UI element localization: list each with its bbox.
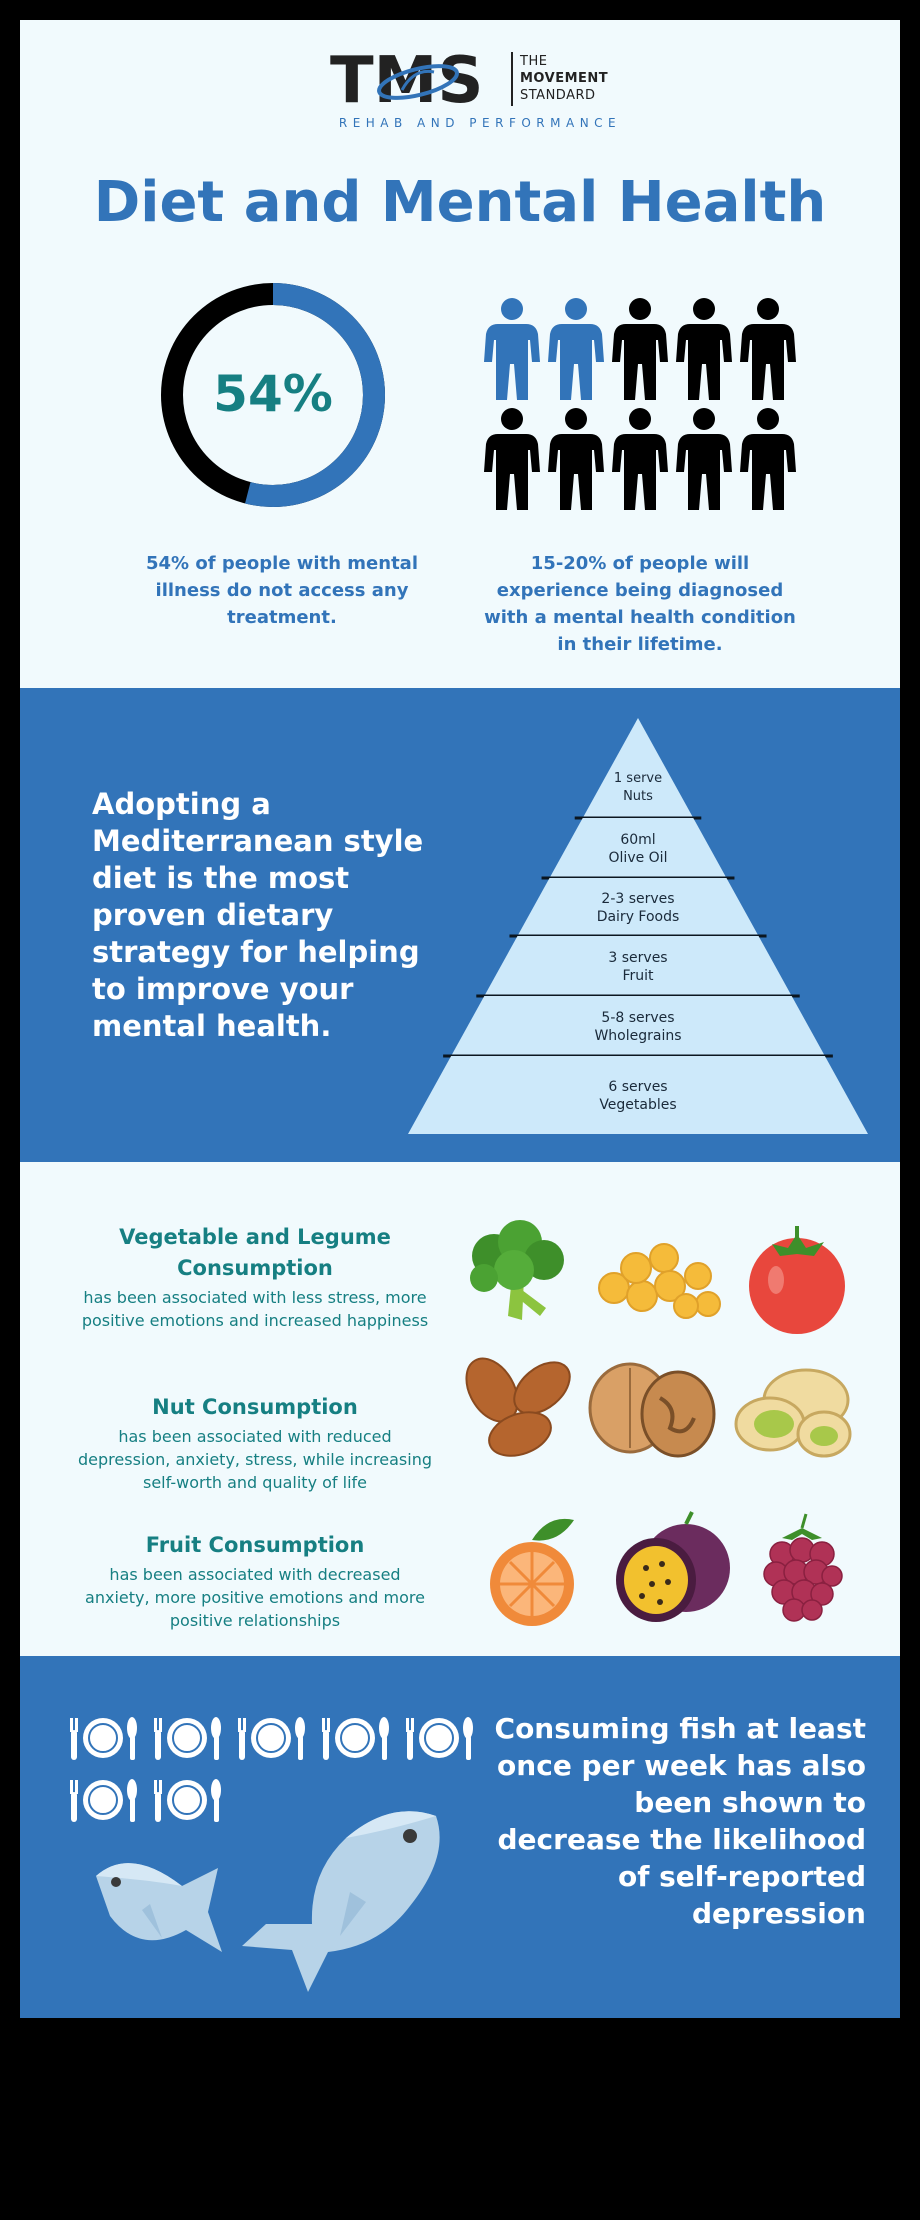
pyramid-tier-food: Olive Oil — [609, 850, 668, 866]
food-title: Fruit Consumption — [145, 1533, 365, 1557]
person-icon — [740, 408, 796, 510]
plate-cutlery-icon — [238, 1717, 305, 1760]
pyramid-tier-serves: 5-8 serves — [601, 1010, 674, 1026]
logo-divider — [511, 52, 513, 106]
person-icon — [484, 408, 540, 510]
donut-chart: 54% — [161, 283, 385, 507]
plate-cutlery-icon — [154, 1779, 221, 1822]
donut-caption: 54% of people with mental illness do not… — [146, 553, 418, 628]
passionfruit-icon — [616, 1511, 730, 1622]
person-icon — [548, 408, 604, 510]
logo-line-3: STANDARD — [520, 88, 596, 103]
logo-mark-text: TMS — [330, 48, 483, 110]
pyramid-tier-food: Dairy Foods — [597, 909, 680, 925]
pyramid-tier-food: Wholegrains — [594, 1028, 681, 1044]
plate-cutlery-icon — [406, 1717, 473, 1760]
food-item-fruit: Fruit Consumption has been associated wi… — [78, 1530, 432, 1632]
infographic: TMS THE MOVEMENT STANDARD REHAB AND PERF… — [20, 20, 900, 2018]
pistachio-icon — [734, 1368, 852, 1458]
food-description: has been associated with reduced depress… — [78, 1427, 432, 1492]
donut-progress-arc — [161, 283, 385, 507]
large-fish-icon — [242, 1811, 440, 1992]
person-icon — [612, 298, 668, 400]
pyramid-tier-serves: 1 serve — [614, 771, 662, 786]
food-item-nuts: Nut Consumption has been associated with… — [78, 1392, 432, 1494]
logo-tagline: REHAB AND PERFORMANCE — [338, 116, 622, 130]
tms-logo-icon: TMS — [330, 48, 483, 110]
walnut-icon — [588, 1362, 716, 1458]
food-description: has been associated with less stress, mo… — [81, 1288, 429, 1330]
plate-cutlery-icon — [322, 1717, 389, 1760]
pyramid-tier-food: Fruit — [622, 968, 654, 984]
tms-logo: TMS THE MOVEMENT STANDARD REHAB AND PERF… — [330, 48, 630, 138]
pyramid-tier-serves: 3 serves — [608, 950, 667, 966]
person-icon-highlighted — [484, 298, 540, 400]
food-item-vegetables: Vegetable and Legume Consumption has bee… — [78, 1222, 432, 1332]
raspberry-icon — [763, 1513, 843, 1622]
food-title: Nut Consumption — [152, 1395, 358, 1419]
plate-cutlery-icons — [70, 1717, 473, 1822]
pyramid-tier — [582, 718, 694, 818]
plate-cutlery-icon — [70, 1779, 137, 1822]
pyramid-tier — [451, 996, 825, 1056]
plate-cutlery-icon — [154, 1717, 221, 1760]
almonds-icon — [465, 1357, 571, 1457]
small-fish-icon — [96, 1863, 222, 1952]
person-icon — [676, 408, 732, 510]
pyramid-tier-food: Vegetables — [599, 1097, 676, 1113]
person-icon — [612, 408, 668, 510]
page-title: Diet and Mental Health — [93, 170, 827, 235]
plate-cutlery-icon — [70, 1717, 137, 1760]
fish-statement: Consuming fish at least once per week ha… — [494, 1712, 866, 1930]
person-icon-highlighted — [548, 298, 604, 400]
pyramid-tier-food: Nuts — [623, 789, 653, 804]
pyramid-tier — [484, 936, 792, 996]
food-title: Vegetable and Legume Consumption — [119, 1225, 391, 1280]
person-icon — [676, 298, 732, 400]
pyramid-tier-serves: 6 serves — [608, 1079, 667, 1095]
diet-statement: Adopting a Mediterranean style diet is t… — [92, 787, 424, 1043]
pyramid-tier — [408, 1056, 868, 1134]
fish-section — [20, 1656, 900, 2018]
people-caption: 15-20% of people will experience being d… — [484, 553, 796, 655]
chickpeas-icon — [598, 1243, 721, 1319]
logo-line-1: THE — [520, 54, 548, 69]
people-icon-grid — [484, 298, 796, 510]
pyramid-tier — [549, 818, 727, 878]
orange-icon — [490, 1518, 574, 1626]
stats-section: TMS THE MOVEMENT STANDARD REHAB AND PERF… — [20, 20, 900, 688]
broccoli-icon — [470, 1220, 564, 1320]
person-icon — [740, 298, 796, 400]
food-description: has been associated with decreased anxie… — [85, 1565, 425, 1630]
pyramid-tier-serves: 2-3 serves — [601, 891, 674, 907]
pyramid-tier-serves: 60ml — [620, 832, 655, 848]
tomato-icon — [749, 1226, 845, 1334]
pyramid-tier — [517, 878, 759, 936]
donut-value: 54% — [213, 365, 333, 423]
logo-line-2: MOVEMENT — [520, 71, 609, 86]
